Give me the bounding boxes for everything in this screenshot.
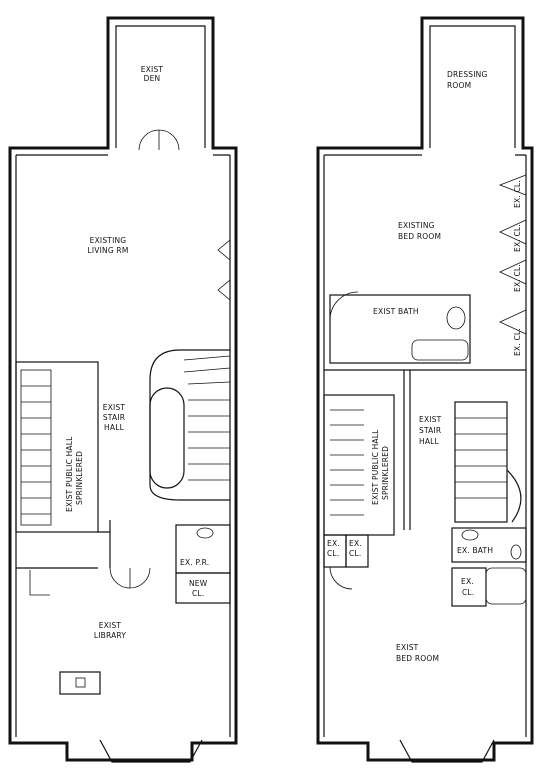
right-outer-wall xyxy=(316,16,534,762)
closet-b-label-1: EX. xyxy=(349,539,362,548)
right-bay-window xyxy=(399,739,495,763)
left-wall-niche-2 xyxy=(217,279,231,301)
right-stair-hall-label-2: STAIR xyxy=(419,426,441,435)
powder-toilet xyxy=(196,527,214,539)
right-dressing-inner-wall xyxy=(429,25,516,148)
right-bath-sink xyxy=(446,306,466,330)
living-label-2: LIVING RM xyxy=(87,246,128,255)
right-stair-hall-label-3: HALL xyxy=(419,437,440,446)
closet-c-label-2: CL. xyxy=(462,588,474,597)
left-wall-niche-1 xyxy=(217,239,231,261)
bedroom-bottom-label-2: BED ROOM xyxy=(396,654,439,663)
right-closet-label-1: EX. CL. xyxy=(513,180,522,208)
library-label-1: EXIST xyxy=(99,621,122,630)
bedroom-bottom-label-1: EXIST xyxy=(396,643,419,652)
closet-a-label-1: EX. xyxy=(327,539,340,548)
right-stair-curve xyxy=(506,469,522,523)
bedroom-top-label-1: EXISTING xyxy=(398,221,435,230)
right-bath-tub xyxy=(411,339,469,361)
new-closet-label-1: NEW xyxy=(189,579,208,588)
left-den-inner-wall xyxy=(115,25,206,148)
right-public-stair-treads xyxy=(330,409,364,516)
right-closet-label-2: EX. CL. xyxy=(513,224,522,252)
right-closet-door-arc xyxy=(329,566,353,590)
right-closet-label-4: EX. CL. xyxy=(513,328,522,356)
right-labels: DRESSING ROOM EXISTING BED ROOM EXIST BA… xyxy=(327,70,522,663)
den-label-2: DEN xyxy=(144,74,161,83)
closet-c-label-1: EX. xyxy=(461,577,474,586)
left-closet-door xyxy=(29,570,50,596)
left-stair-hall-label-1: EXIST xyxy=(103,403,126,412)
new-closet-label-2: CL. xyxy=(192,589,204,598)
right-public-hall-label-2: SPRINKLERED xyxy=(381,446,390,500)
left-hall-partition xyxy=(16,520,111,569)
left-stair-hall-label-2: STAIR xyxy=(103,413,125,422)
right-public-hall-label-1: EXIST PUBLIC HALL xyxy=(371,429,380,505)
living-label-1: EXISTING xyxy=(90,236,127,245)
left-stair-hall-label-3: HALL xyxy=(104,423,125,432)
dressing-label-1: DRESSING xyxy=(447,70,487,79)
right-stair-treads xyxy=(455,417,507,499)
left-public-hall-box xyxy=(15,361,99,533)
library-double-door xyxy=(109,567,151,589)
den-double-door xyxy=(138,129,180,151)
closet-b-label-2: CL. xyxy=(349,549,361,558)
library-fireplace xyxy=(59,671,101,695)
library-label-2: LIBRARY xyxy=(94,631,127,640)
library-fireplace-box xyxy=(75,677,86,688)
right-stair-hall-label-1: EXIST xyxy=(419,415,442,424)
new-closet-box xyxy=(175,572,231,604)
right-closet-b-box xyxy=(345,534,369,568)
powder-room-label: EX. P.R. xyxy=(180,558,209,567)
right-closet-label-3: EX. CL. xyxy=(513,264,522,292)
left-outer-wall xyxy=(8,16,238,762)
right-inner-wall xyxy=(323,154,527,737)
left-public-stair-treads xyxy=(21,385,51,515)
closet-a-label-2: CL. xyxy=(327,549,339,558)
left-public-hall-label-1: EXIST PUBLIC HALL xyxy=(65,436,74,512)
right-bath-shower xyxy=(329,291,359,321)
right-bath-mid-tub xyxy=(485,567,527,605)
dressing-label-2: ROOM xyxy=(447,81,471,90)
bedroom-top-label-2: BED ROOM xyxy=(398,232,441,241)
right-closet-c-box xyxy=(451,567,487,607)
bath-mid-label: EX. BATH xyxy=(457,546,493,555)
right-stair-block xyxy=(454,401,508,523)
left-public-hall-inner xyxy=(20,369,52,526)
left-labels: EXIST DEN EXISTING LIVING RM EXIST STAIR… xyxy=(65,65,209,640)
right-floor-plan xyxy=(316,16,534,763)
den-label-1: EXIST xyxy=(141,65,164,74)
left-stair-outline xyxy=(149,349,230,501)
bath-top-label: EXIST BATH xyxy=(373,307,419,316)
left-stair-well xyxy=(149,387,185,489)
left-bay-window xyxy=(99,739,203,763)
left-floor-plan xyxy=(8,16,238,763)
right-bath-mid-sink xyxy=(461,529,479,541)
left-stair-treads xyxy=(183,355,231,481)
right-bath-mid-toilet xyxy=(510,544,522,560)
left-public-hall-label-2: SPRINKLERED xyxy=(75,451,84,505)
right-corridor-line xyxy=(324,369,526,530)
right-bath-top-box xyxy=(329,294,471,364)
right-closet-zigzag xyxy=(498,174,527,335)
right-bath-mid-box xyxy=(451,527,527,563)
